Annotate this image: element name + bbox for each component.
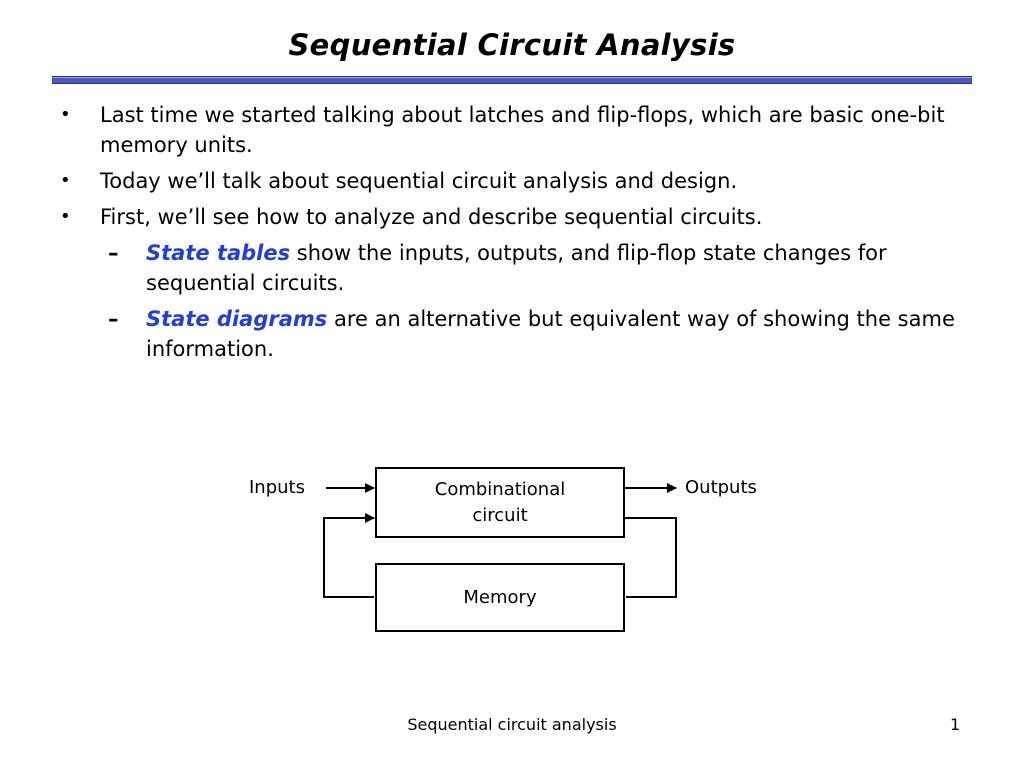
feedback-right-line: [624, 517, 677, 598]
sub-bullet-item: – State diagrams are an alternative but …: [108, 304, 960, 364]
dash-marker: –: [108, 241, 119, 265]
combinational-circuit-label: Combinational circuit: [434, 478, 566, 526]
memory-label: Memory: [463, 586, 537, 608]
bullet-item: • Last time we started talking about lat…: [60, 100, 960, 160]
footer-title: Sequential circuit analysis: [407, 715, 617, 734]
bullet-text: Today we’ll talk about sequential circui…: [100, 169, 738, 193]
bullet-item: • First, we’ll see how to analyze and de…: [60, 202, 960, 232]
page-number: 1: [950, 715, 961, 734]
bullet-marker: •: [60, 206, 71, 227]
sub-bullet-text: are an alternative but equivalent way of…: [146, 307, 955, 361]
bullet-list: • Last time we started talking about lat…: [60, 100, 960, 370]
title-divider: [52, 76, 972, 84]
outputs-label: Outputs: [685, 477, 757, 498]
combinational-circuit-box: Combinational circuit: [375, 467, 625, 538]
slide-title: Sequential Circuit Analysis: [288, 28, 736, 62]
bullet-text: Last time we started talking about latch…: [100, 103, 945, 157]
term-state-diagrams: State diagrams: [146, 307, 328, 331]
feedback-left-arrow: [323, 513, 375, 598]
dash-marker: –: [108, 307, 119, 331]
bullet-text: First, we’ll see how to analyze and desc…: [100, 205, 763, 229]
sub-bullet-item: – State tables show the inputs, outputs,…: [108, 238, 960, 298]
bullet-marker: •: [60, 170, 71, 191]
term-state-tables: State tables: [146, 241, 291, 265]
inputs-label: Inputs: [249, 477, 305, 498]
bullet-marker: •: [60, 104, 71, 125]
bullet-item: • Today we’ll talk about sequential circ…: [60, 166, 960, 196]
sub-bullet-text: show the inputs, outputs, and flip-flop …: [146, 241, 887, 295]
memory-box: Memory: [375, 563, 625, 632]
